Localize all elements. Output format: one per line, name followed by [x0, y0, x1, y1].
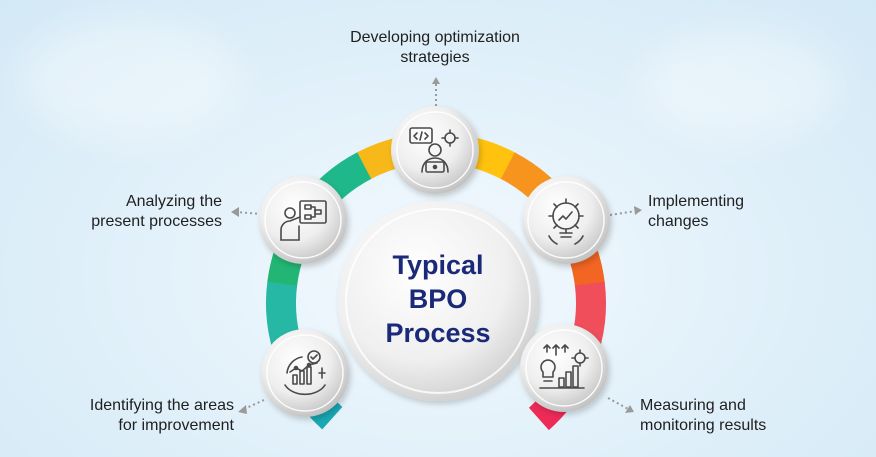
background-cloud	[20, 20, 240, 140]
step-analyzing	[259, 176, 347, 264]
developer-laptop-gear-icon	[409, 127, 459, 173]
target-chart-icon	[284, 350, 326, 396]
step-label-implementing: Implementing changes	[648, 193, 745, 230]
connectors	[231, 77, 642, 414]
diagram-title: Typical BPO Process	[385, 250, 491, 348]
arrowhead-analyzing	[231, 207, 239, 217]
step-implementing	[522, 176, 610, 264]
step-label-analyzing: Analyzing the present processes	[91, 193, 222, 230]
arrowhead-top	[432, 77, 440, 84]
step-label-developing: Developing optimization strategies	[350, 29, 520, 66]
connector-implementing	[609, 210, 637, 216]
step-developing	[391, 106, 479, 194]
step-measuring	[520, 324, 608, 412]
center-disc-rim	[345, 208, 531, 394]
presenter-board-icon	[280, 200, 327, 241]
step-label-measuring: Measuring and monitoring results	[640, 397, 767, 434]
bulb-chart-gear-icon	[539, 344, 589, 389]
arrowhead-identifying	[238, 405, 247, 414]
step-identifying	[261, 329, 349, 417]
background-cloud	[640, 30, 840, 140]
connector-analyzing	[235, 211, 263, 215]
arrowhead-measuring	[625, 405, 634, 413]
center-disc	[338, 201, 538, 401]
step-label-identifying: Identifying the areas for improvement	[89, 397, 234, 434]
arrowhead-implementing	[634, 206, 642, 215]
lightbulb-gear-icon	[548, 198, 584, 245]
connector-measuring	[607, 397, 631, 411]
